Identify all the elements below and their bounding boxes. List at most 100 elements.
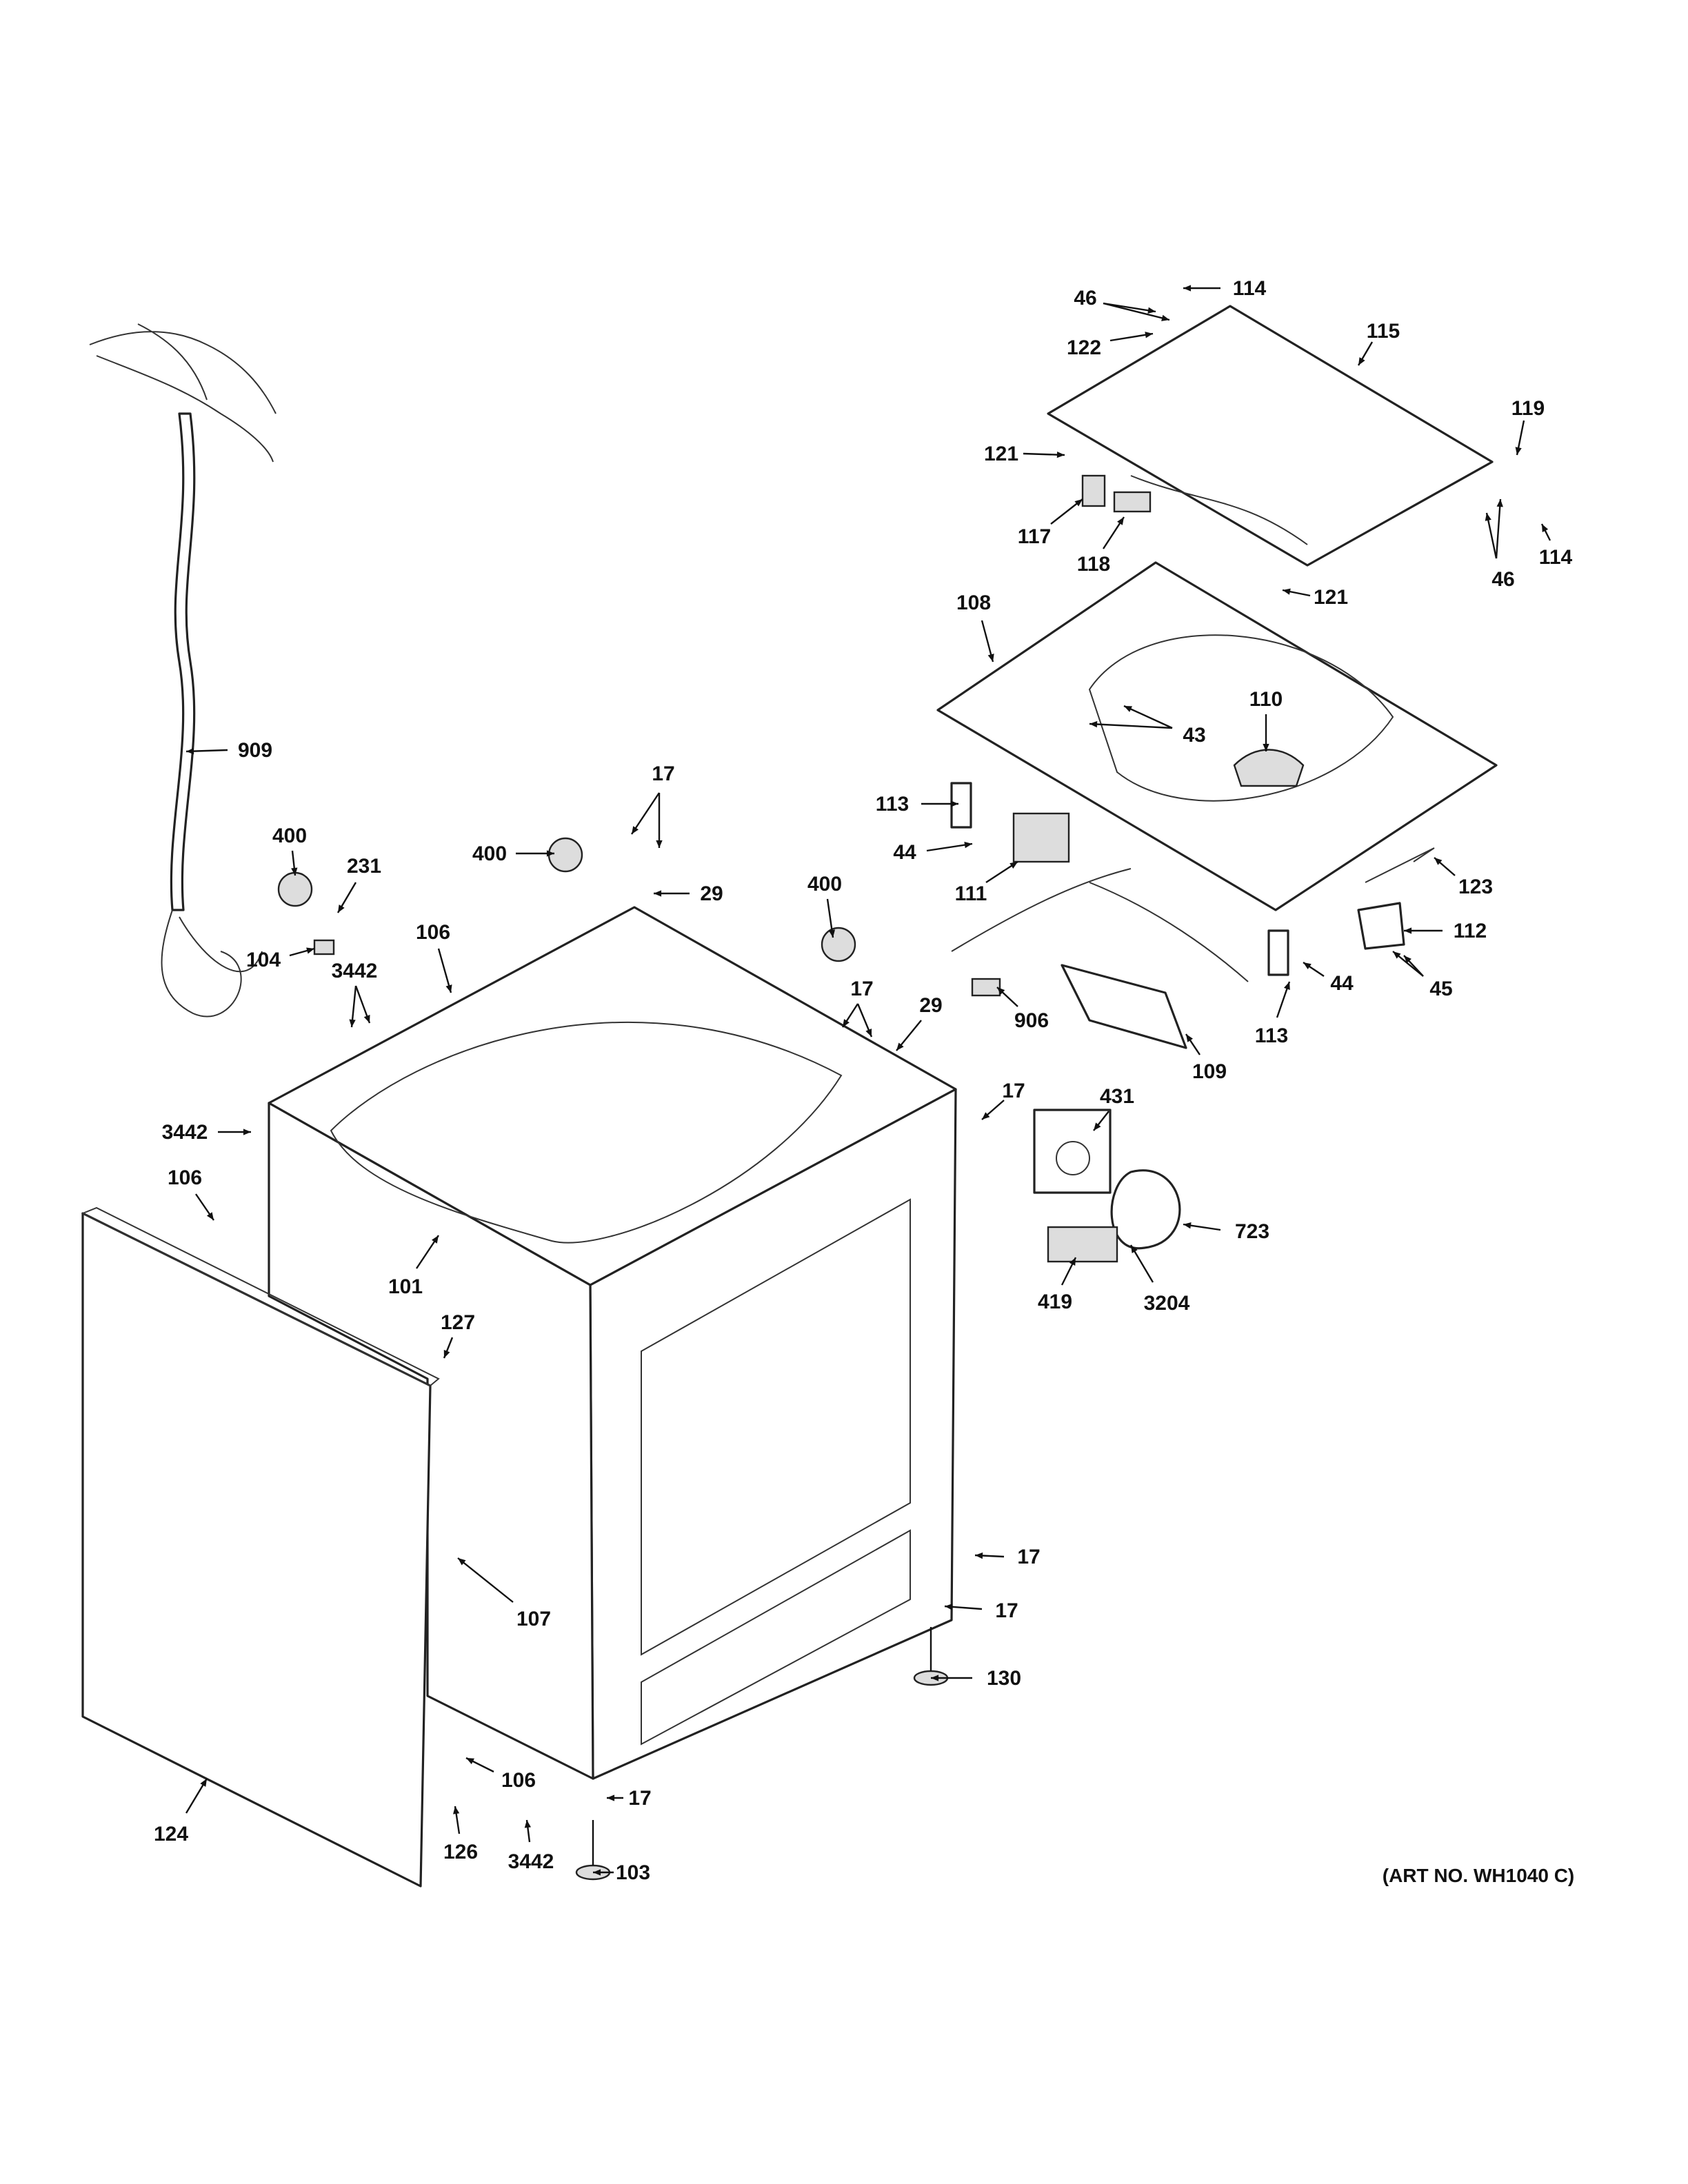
arrowhead	[1515, 447, 1522, 455]
leader-line	[1103, 302, 1170, 321]
callout-231: 231	[347, 855, 381, 878]
callout-112: 112	[1454, 920, 1487, 942]
arrowhead	[458, 1558, 466, 1566]
arrowhead	[656, 840, 663, 848]
arrowhead	[338, 904, 345, 913]
arrowhead	[607, 1794, 615, 1801]
arrowhead	[1161, 314, 1169, 321]
callout-106: 106	[416, 921, 450, 944]
callout-106: 106	[168, 1166, 202, 1189]
arrowhead	[445, 984, 452, 993]
arrowhead	[982, 1112, 990, 1120]
arrowhead	[363, 1015, 370, 1023]
arrowhead	[443, 1350, 450, 1358]
arrowhead	[1496, 499, 1503, 507]
small-parts	[277, 474, 1435, 1881]
callout-117: 117	[1018, 525, 1051, 548]
arrowhead	[950, 800, 958, 807]
callout-45: 45	[1429, 978, 1452, 1000]
leader-line	[1123, 705, 1173, 729]
arrowhead	[1094, 1122, 1101, 1131]
callout-115: 115	[1367, 320, 1400, 343]
callout-17: 17	[1002, 1080, 1025, 1102]
arrowhead	[1404, 927, 1412, 934]
leader-line	[631, 792, 660, 835]
callout-114: 114	[1539, 546, 1573, 569]
leader-line	[1089, 722, 1173, 729]
arrowhead	[843, 1019, 850, 1027]
callout-103: 103	[616, 1861, 650, 1884]
arrowhead	[1404, 956, 1411, 964]
callout-101: 101	[388, 1275, 423, 1298]
arrowhead	[828, 929, 836, 938]
callout-127: 127	[441, 1311, 475, 1334]
arrowhead	[186, 747, 194, 755]
arrowhead	[931, 1675, 939, 1681]
arrowhead	[1186, 1034, 1194, 1042]
arrowhead	[975, 1552, 983, 1559]
arrowhead	[306, 947, 314, 954]
callout-118: 118	[1077, 553, 1110, 576]
arrowhead	[1124, 706, 1132, 712]
arrowhead	[1283, 982, 1290, 990]
callout-106: 106	[501, 1769, 536, 1792]
arrowhead	[865, 1029, 872, 1037]
arrowhead	[206, 1212, 214, 1220]
callout-113: 113	[1255, 1024, 1288, 1047]
arrowhead	[1117, 517, 1124, 525]
callout-17: 17	[628, 1787, 651, 1810]
callout-17: 17	[850, 978, 873, 1000]
callout-leader-lines	[185, 285, 1551, 1876]
leader-line	[926, 842, 973, 852]
callout-122: 122	[1067, 336, 1101, 359]
arrowhead	[466, 1758, 474, 1765]
arrowhead	[243, 1129, 251, 1135]
arrowhead	[349, 1019, 356, 1027]
arrowhead	[987, 654, 994, 662]
arrowhead	[1183, 1222, 1192, 1229]
leader-line	[1495, 498, 1502, 559]
wire-harness-909	[89, 323, 277, 1018]
arrowhead	[200, 1779, 207, 1787]
arrowhead	[1485, 513, 1491, 521]
callout-107: 107	[516, 1608, 551, 1630]
main-top-108	[936, 561, 1498, 911]
arrowhead	[1147, 307, 1156, 314]
callout-400: 400	[807, 873, 842, 896]
callout-3442: 3442	[508, 1850, 554, 1873]
callout-108: 108	[956, 592, 991, 614]
callout-123: 123	[1458, 876, 1493, 898]
callout-124: 124	[154, 1823, 188, 1846]
callout-119: 119	[1511, 397, 1545, 420]
arrowhead	[1069, 1257, 1076, 1266]
callout-3442: 3442	[162, 1121, 208, 1144]
callout-17: 17	[652, 762, 674, 785]
arrowhead	[1074, 499, 1083, 507]
callout-121: 121	[984, 443, 1018, 465]
arrowhead	[632, 826, 639, 834]
arrowhead	[546, 850, 554, 857]
front-panel-124	[81, 1206, 440, 1888]
callout-44: 44	[893, 841, 916, 864]
callout-17: 17	[1017, 1546, 1040, 1568]
arrowhead	[964, 842, 972, 849]
callout-113: 113	[876, 793, 909, 816]
callout-46: 46	[1074, 287, 1096, 310]
arrowhead	[291, 867, 298, 876]
callout-110: 110	[1249, 688, 1283, 711]
callout-723: 723	[1235, 1220, 1269, 1243]
callout-43: 43	[1183, 724, 1205, 747]
callout-114: 114	[1233, 277, 1267, 300]
arrowhead	[654, 890, 662, 897]
arrowhead	[593, 1869, 601, 1876]
arrowhead	[1009, 862, 1018, 869]
leader-line	[437, 948, 452, 993]
arrowhead	[524, 1820, 532, 1828]
callout-3204: 3204	[1144, 1292, 1190, 1315]
callout-29: 29	[919, 994, 942, 1017]
callout-104: 104	[246, 949, 281, 971]
callout-126: 126	[443, 1841, 478, 1863]
arrowhead	[1183, 285, 1192, 292]
callout-400: 400	[272, 825, 307, 847]
